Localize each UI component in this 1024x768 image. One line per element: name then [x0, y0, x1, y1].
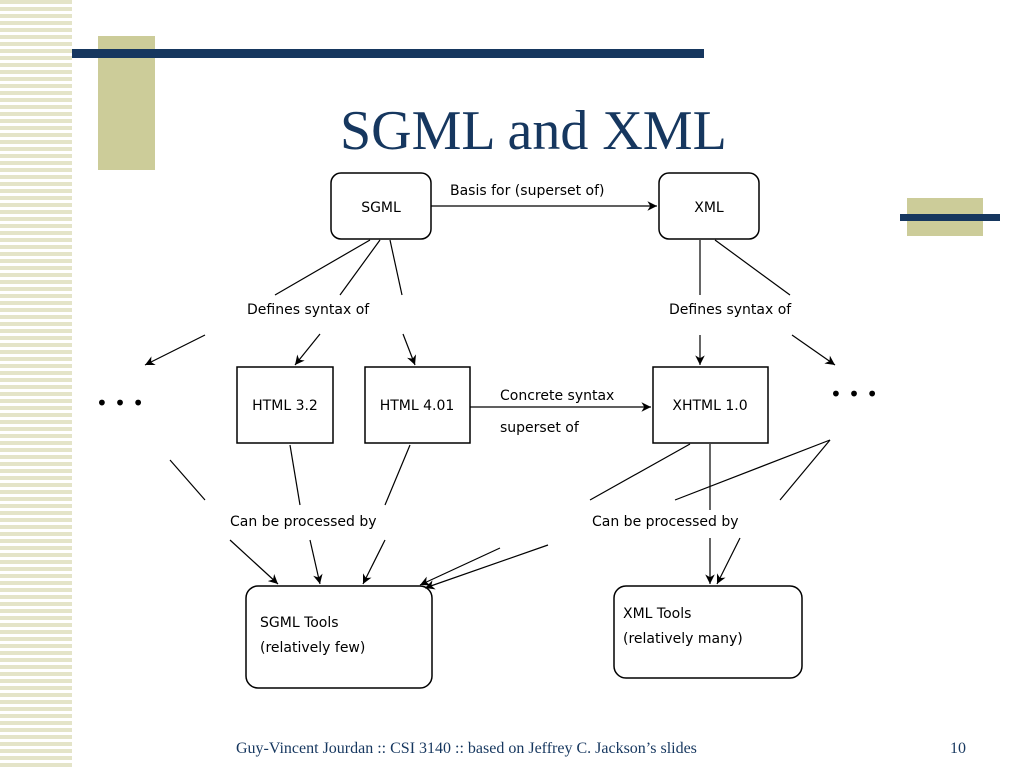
node-xml-tools-sublabel: (relatively many)	[623, 631, 743, 647]
node-sgml-tools-box	[245, 585, 433, 689]
node-html32-label: HTML 3.2	[252, 398, 318, 414]
edge-defines-to-html32	[294, 333, 321, 366]
node-xml-box	[658, 172, 760, 240]
slide-footer: Guy-Vincent Jourdan :: CSI 3140 :: based…	[236, 740, 697, 757]
node-xhtml-label: XHTML 1.0	[672, 398, 747, 414]
edge-html401-to-processed	[384, 444, 411, 506]
edge-sgml-defines-3	[389, 239, 403, 296]
sgml-xml-diagram: SGML XML HTML 3.2 HTML 4.01 XHTML 1.0 SG…	[96, 172, 878, 689]
edge-ellipsis-right-to-processed-1	[674, 439, 831, 501]
edge-processed-to-sgml-tools-2	[309, 539, 323, 585]
edge-html32-to-processed	[289, 444, 301, 506]
edge-processed-to-sgml-tools-3	[362, 539, 386, 585]
label-processed-left: Can be processed by	[230, 514, 377, 530]
node-sgml-tools-label: SGML Tools	[260, 615, 339, 631]
left-stripe-margin	[0, 0, 72, 768]
edge-xhtml-to-processed-b	[589, 443, 691, 501]
label-defines-syntax-right: Defines syntax of	[669, 302, 792, 318]
page-number: 10	[950, 740, 966, 757]
node-sgml-label: SGML	[361, 200, 401, 216]
label-superset-of: superset of	[500, 420, 580, 436]
label-basis-for: Basis for (superset of)	[450, 183, 605, 199]
edge-sgml-defines-1	[274, 239, 371, 296]
edge-ellipsis-right-to-processed-2	[779, 439, 831, 501]
edge-xhtml-to-sgml-tools-1	[419, 547, 501, 586]
decorative-top-bar	[72, 49, 704, 58]
label-ellipsis-right: • • •	[830, 382, 878, 406]
node-html32-box	[236, 366, 334, 444]
node-xml-label: XML	[694, 200, 724, 216]
edge-defines-to-html401	[402, 333, 417, 366]
label-defines-syntax-left: Defines syntax of	[247, 302, 370, 318]
slide-title: SGML and XML	[340, 100, 727, 162]
decorative-olive-block	[98, 36, 155, 170]
node-html401-box	[364, 366, 471, 444]
edge-processed-to-xml-tools-2	[716, 537, 741, 585]
label-concrete-syntax: Concrete syntax	[500, 388, 614, 404]
label-processed-right: Can be processed by	[592, 514, 739, 530]
node-xml-tools-label: XML Tools	[623, 606, 691, 622]
edge-xml-defines-2	[714, 239, 791, 296]
edge-defines-right-to-ellipsis	[791, 334, 836, 366]
edge-sgml-defines-2	[339, 239, 381, 296]
decorative-right-bar	[900, 214, 1000, 221]
edge-processed-to-sgml-tools-1	[229, 539, 279, 585]
node-xhtml-box	[652, 366, 769, 444]
node-xml-tools-box	[613, 585, 803, 679]
edge-ellipsis-left-to-processed	[169, 459, 206, 501]
node-sgml-tools-sublabel: (relatively few)	[260, 640, 365, 656]
edge-defines-left-to-ellipsis	[144, 334, 206, 366]
node-html401-label: HTML 4.01	[380, 398, 455, 414]
label-ellipsis-left: • • •	[96, 391, 144, 415]
edge-xhtml-to-sgml-tools-2	[424, 544, 549, 590]
